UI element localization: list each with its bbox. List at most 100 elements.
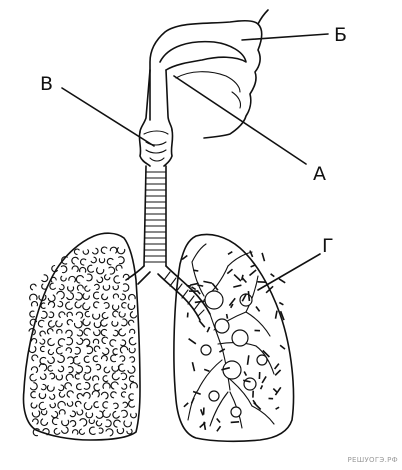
alveolus-mark (75, 275, 84, 284)
alveolus-mark (80, 258, 87, 266)
bronchiole-hatch (279, 344, 286, 350)
alveolus-mark (69, 410, 76, 418)
alveolus-mark (51, 410, 59, 419)
alveolus-mark (102, 375, 109, 383)
alveolus-mark (93, 401, 100, 409)
alveolus-mark (127, 303, 136, 311)
lung-nodule (222, 360, 242, 380)
alveolus-mark (101, 311, 109, 320)
alveolus-mark (92, 247, 99, 255)
alveolus-mark (76, 409, 84, 416)
alveolus-mark (53, 427, 61, 435)
alveolus-mark (92, 338, 100, 344)
alveolus-mark (119, 355, 126, 362)
alveolus-mark (47, 338, 55, 347)
alveolus-mark (100, 391, 109, 400)
alveolus-mark (129, 382, 138, 389)
bronchiole-hatch (192, 390, 201, 395)
alveolus-mark (47, 365, 54, 372)
alveolus-mark (32, 428, 40, 437)
bronchiole-hatch (206, 326, 211, 333)
bronchiole-hatch (233, 274, 242, 282)
bronchiole-hatch (243, 379, 251, 383)
alveolus-mark (76, 383, 82, 391)
lung-nodule (200, 344, 212, 356)
alveolus-mark (116, 427, 125, 435)
alveolus-mark (68, 275, 76, 283)
alveolus-mark (108, 266, 116, 275)
alveolus-mark (66, 311, 73, 318)
bronchiole-hatch (225, 313, 229, 319)
left-lung (22, 232, 141, 441)
alveolus-mark (31, 354, 39, 362)
alveolus-mark (112, 285, 119, 291)
alveolus-mark (29, 382, 38, 391)
alveolus-mark (51, 417, 59, 426)
alveolus-mark (47, 356, 55, 364)
bronchiole-hatch (261, 252, 266, 262)
alveolus-mark (66, 319, 74, 326)
alveolus-mark (86, 345, 94, 355)
leader-lines (61, 33, 329, 291)
alveolus-mark (109, 339, 117, 347)
bronchiole-hatch (199, 409, 204, 416)
alveolus-mark (65, 347, 73, 354)
alveolus-mark (57, 354, 65, 364)
lung-nodule (256, 354, 268, 366)
alveolus-mark (47, 294, 56, 302)
alveolus-mark (76, 337, 84, 345)
alveolus-mark (57, 400, 66, 409)
label-a: А (313, 163, 326, 185)
alveolus-mark (102, 401, 109, 409)
alveolus-mark (57, 365, 65, 373)
alveolus-mark (38, 392, 47, 400)
bronchiole-hatch (194, 300, 205, 304)
alveolus-mark (83, 338, 91, 347)
alveolus-mark (58, 409, 66, 415)
bronchiole-hatch (211, 282, 219, 291)
alveolus-mark (49, 393, 56, 400)
alveolus-mark (113, 402, 119, 410)
alveolus-mark (102, 284, 111, 291)
alveolus-mark (41, 274, 49, 283)
leader-line-g (257, 253, 321, 291)
alveolus-mark (75, 311, 84, 319)
alveolus-mark (112, 348, 118, 356)
bronchiole-hatch (261, 375, 267, 384)
alveolus-mark (39, 356, 47, 365)
alveolus-mark (38, 363, 48, 372)
alveolus-mark (74, 373, 80, 380)
alveolus-mark (127, 365, 136, 374)
alveolus-mark (122, 273, 130, 280)
alveolus-mark (56, 328, 63, 334)
alveolus-mark (76, 284, 84, 291)
alveolus-mark (51, 264, 58, 273)
right-lung (173, 233, 295, 443)
alveolus-mark (121, 302, 127, 309)
alveolus-mark (128, 293, 136, 301)
lung-nodule (230, 406, 242, 418)
alveolus-mark (112, 293, 119, 299)
leader-line-b (241, 33, 329, 41)
alveolus-mark (37, 319, 45, 328)
alveolus-mark (98, 427, 104, 434)
alveolus-mark (112, 304, 120, 311)
alveolus-mark (30, 366, 39, 373)
alveolus-mark (57, 338, 66, 347)
alveolus-mark (46, 384, 55, 392)
alveolus-mark (103, 302, 110, 309)
bronchiole-hatch (198, 319, 206, 328)
alveolus-mark (126, 428, 133, 435)
alveolus-mark (90, 256, 97, 264)
bronchiole-hatch (241, 276, 247, 284)
alveolus-mark (119, 293, 126, 301)
alveolus-mark (92, 375, 100, 382)
bronchiole-hatch (246, 355, 250, 365)
alveolus-mark (75, 365, 83, 374)
bronchiole-hatch (183, 402, 189, 408)
alveolus-mark (78, 428, 86, 435)
alveolus-mark (93, 345, 101, 353)
bronchiole-hatch (193, 269, 199, 272)
bronchiole-hatch (190, 282, 199, 286)
alveolus-mark (38, 294, 47, 302)
